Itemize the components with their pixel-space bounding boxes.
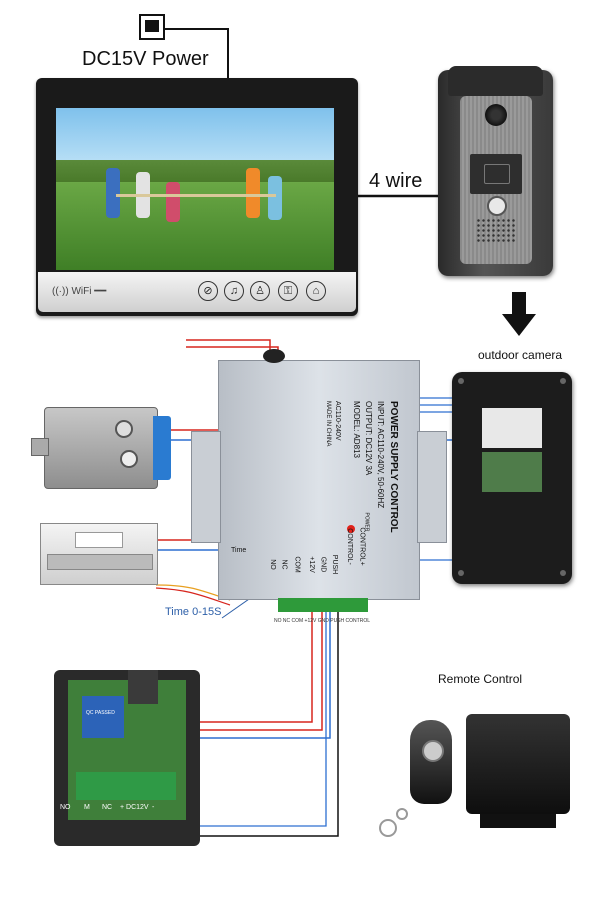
remote-fob bbox=[410, 720, 452, 804]
mute-button[interactable]: ⊘ bbox=[198, 281, 218, 301]
ps-title: POWER SUPPLY CONTROL bbox=[388, 401, 399, 533]
ac-input-wire bbox=[186, 339, 271, 360]
outdoor-camera-front bbox=[438, 66, 553, 276]
terminal-control-minus: CONTROL- bbox=[345, 528, 353, 565]
relay-module: QC PASSED NO M NC + DC12V - bbox=[54, 670, 200, 846]
camera-lens-icon bbox=[485, 104, 507, 126]
power-cord bbox=[165, 28, 229, 80]
terminal-time: Time bbox=[231, 547, 247, 554]
terminal-nc: NC bbox=[280, 559, 288, 570]
lock-knob bbox=[120, 450, 138, 468]
unlock-button[interactable]: ⚿ bbox=[278, 281, 298, 301]
keyring bbox=[379, 819, 397, 837]
terminal-strip-label: NO NC COM +12V GND PUSH CONTROL bbox=[274, 618, 370, 624]
wifi-indicator: ((·)) WiFi ━━ bbox=[52, 286, 107, 297]
mount-ear-left bbox=[191, 431, 221, 543]
ps-made-in: MADE IN CHINA bbox=[325, 401, 331, 447]
antenna bbox=[128, 670, 158, 704]
lock-coil bbox=[153, 416, 171, 480]
terminal-block bbox=[278, 598, 368, 612]
rfid-reader bbox=[470, 154, 522, 194]
electric-lock bbox=[31, 407, 171, 489]
terminal-com: COM bbox=[293, 556, 301, 573]
relay-pcb: QC PASSED bbox=[68, 670, 186, 820]
call-button[interactable] bbox=[487, 196, 507, 216]
home-button[interactable]: ⌂ bbox=[306, 281, 326, 301]
terminal-gnd: GND bbox=[319, 556, 327, 573]
power-led bbox=[347, 525, 355, 533]
ps-model: MODEL: AD813 bbox=[352, 401, 361, 458]
ps-cable-gland bbox=[263, 349, 285, 363]
ps-input: INPUT: AC110-240V, 50-60HZ bbox=[376, 401, 385, 509]
relay-term-minus: - bbox=[152, 804, 155, 811]
receiver-box bbox=[466, 714, 570, 828]
time-label: Time 0-15S bbox=[165, 606, 222, 618]
ps-output: OUTPUT: DC12V 3A bbox=[364, 401, 373, 476]
camera-pcb bbox=[482, 452, 542, 492]
children-photo bbox=[96, 158, 306, 248]
monitor-control-panel: ((·)) WiFi ━━ ⊘ ♫ ♙ ⚿ ⌂ bbox=[38, 272, 356, 312]
strike-leads bbox=[155, 587, 231, 606]
ps-ac: AC110-240V bbox=[334, 401, 341, 441]
relay-term-nc: NC bbox=[102, 804, 113, 811]
relay-term-m: M bbox=[84, 804, 90, 811]
keyring bbox=[396, 808, 408, 820]
relay-terminal-block bbox=[76, 772, 176, 800]
down-arrow bbox=[502, 292, 536, 336]
relay-term-no: NO bbox=[60, 804, 71, 811]
relay-component: QC PASSED bbox=[82, 696, 124, 738]
terminal-12v: +12V bbox=[307, 556, 315, 573]
relay-term-dc12v: + DC12V bbox=[120, 804, 149, 811]
outdoor-camera-back bbox=[452, 372, 572, 584]
power-supply: POWER SUPPLY CONTROL INPUT: AC110-240V, … bbox=[191, 349, 447, 600]
electric-strike bbox=[40, 523, 158, 585]
user-button[interactable]: ♙ bbox=[250, 281, 270, 301]
keyhole-icon bbox=[115, 420, 133, 438]
relay-qc-label: QC PASSED bbox=[86, 710, 115, 716]
remote-button[interactable] bbox=[422, 740, 444, 762]
strike-sticker bbox=[75, 532, 123, 548]
remote-control-label: Remote Control bbox=[438, 672, 523, 686]
terminal-no: NO bbox=[268, 559, 276, 570]
speaker-grill bbox=[476, 218, 516, 242]
lock-bolt bbox=[31, 438, 49, 456]
mount-ear-right bbox=[417, 431, 447, 543]
camera-panel bbox=[460, 96, 532, 264]
four-wire-label: 4 wire bbox=[369, 170, 423, 192]
music-button[interactable]: ♫ bbox=[224, 281, 244, 301]
monitor-screen bbox=[56, 108, 334, 270]
outdoor-camera-label: outdoor camera bbox=[478, 348, 563, 362]
terminal-control-plus: CONTROL+ bbox=[358, 527, 366, 566]
terminal-push: PUSH bbox=[331, 554, 339, 575]
power-plug-icon bbox=[139, 14, 165, 40]
camera-wiring-label bbox=[482, 408, 542, 448]
power-label: DC15V Power bbox=[82, 48, 209, 70]
camera-hood bbox=[448, 66, 543, 96]
indoor-monitor: ((·)) WiFi ━━ ⊘ ♫ ♙ ⚿ ⌂ bbox=[36, 78, 358, 316]
